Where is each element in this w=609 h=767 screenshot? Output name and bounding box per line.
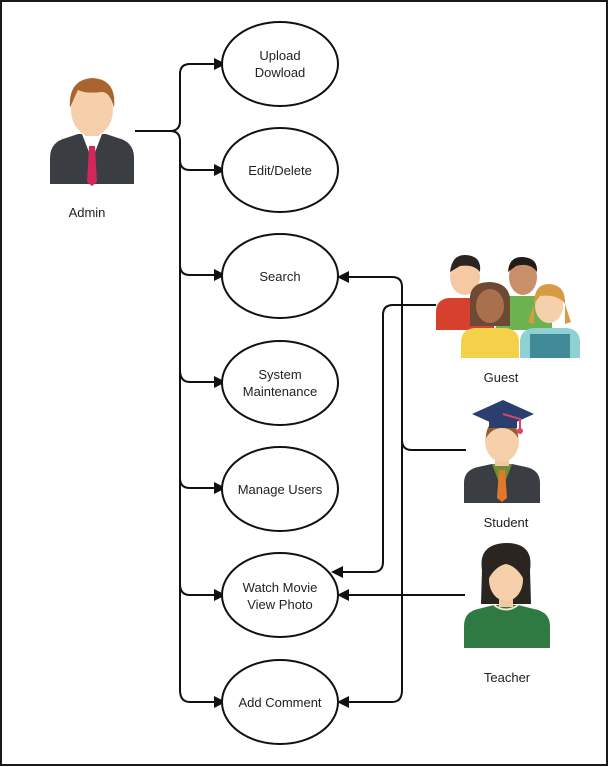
svg-text:Search: Search: [259, 269, 300, 284]
use-case-upload-download: Upload Dowload: [221, 21, 339, 107]
svg-text:System: System: [258, 367, 301, 382]
guest-actor: Guest: [436, 254, 580, 385]
svg-text:Dowload: Dowload: [255, 65, 306, 80]
actor-arrowheads: [331, 271, 349, 708]
svg-text:Upload: Upload: [259, 48, 300, 63]
use-case-search: Search: [221, 233, 339, 319]
student-teacher-connector: [345, 276, 466, 703]
teacher-label: Teacher: [484, 670, 531, 685]
svg-text:View Photo: View Photo: [247, 597, 313, 612]
svg-text:Manage Users: Manage Users: [238, 482, 323, 497]
admin-actor: Admin: [50, 78, 134, 220]
guest-connector: [340, 304, 436, 573]
use-case-add-comment: Add Comment: [221, 659, 339, 745]
admin-arrowheads: [214, 58, 226, 708]
svg-text:Add Comment: Add Comment: [238, 695, 321, 710]
svg-text:Maintenance: Maintenance: [243, 384, 317, 399]
use-case-system-maintenance: System Maintenance: [221, 340, 339, 426]
use-case-watch-movie-view-photo: Watch Movie View Photo: [221, 552, 339, 638]
businessman-icon: [50, 78, 134, 186]
female-teacher-icon: [464, 543, 550, 648]
use-case-manage-users: Manage Users: [221, 446, 339, 532]
teacher-actor: Teacher: [464, 543, 550, 685]
graduate-student-icon: [464, 400, 540, 503]
svg-text:Watch Movie: Watch Movie: [243, 580, 318, 595]
admin-label: Admin: [69, 205, 106, 220]
student-actor: Student: [464, 400, 540, 530]
admin-connector: [135, 63, 218, 703]
svg-text:Edit/Delete: Edit/Delete: [248, 163, 312, 178]
guest-label: Guest: [484, 370, 519, 385]
use-case-edit-delete: Edit/Delete: [221, 127, 339, 213]
group-of-people-icon: [436, 254, 580, 358]
student-label: Student: [484, 515, 529, 530]
